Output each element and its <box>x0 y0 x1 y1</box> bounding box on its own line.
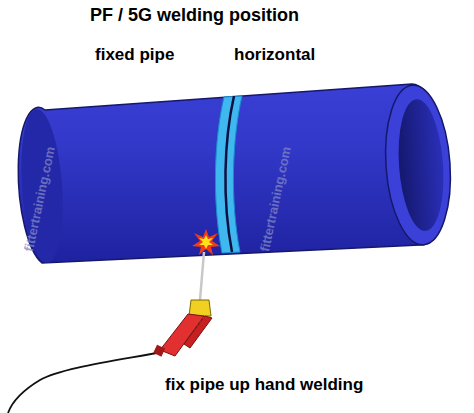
pipe-label: fixed pipe <box>95 46 174 65</box>
pipe-left-end <box>17 108 68 264</box>
title: PF / 5G welding position <box>90 6 299 26</box>
caption-label: fix pipe up hand welding <box>165 376 363 395</box>
pipe-bore <box>394 98 447 233</box>
electrode-holder <box>153 300 212 357</box>
pipe-body <box>18 84 448 263</box>
welding-cable <box>8 352 162 413</box>
electrode <box>200 252 204 300</box>
pipe-right-end <box>380 83 455 247</box>
weld-joint <box>225 96 234 252</box>
orientation-label: horizontal <box>234 46 315 65</box>
weld-spark <box>192 229 220 255</box>
weld-band <box>215 96 242 253</box>
